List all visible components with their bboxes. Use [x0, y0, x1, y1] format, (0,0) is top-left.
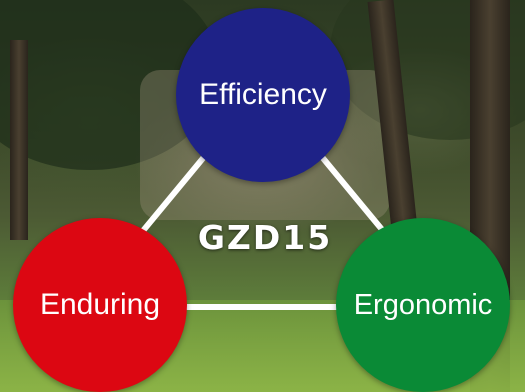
enduring-label: Enduring: [39, 288, 161, 321]
efficiency-label: Efficiency: [199, 78, 327, 111]
product-code-label: GZD15: [197, 218, 333, 257]
ergonomic-node: Ergonomic: [336, 218, 510, 392]
ergonomic-label: Ergonomic: [353, 288, 493, 321]
tree-trunk: [10, 40, 28, 240]
link-efficiency-enduring: [139, 154, 207, 235]
efficiency-node: Efficiency: [176, 8, 350, 182]
enduring-node: Enduring: [13, 218, 187, 392]
link-efficiency-ergonomic: [319, 154, 387, 235]
